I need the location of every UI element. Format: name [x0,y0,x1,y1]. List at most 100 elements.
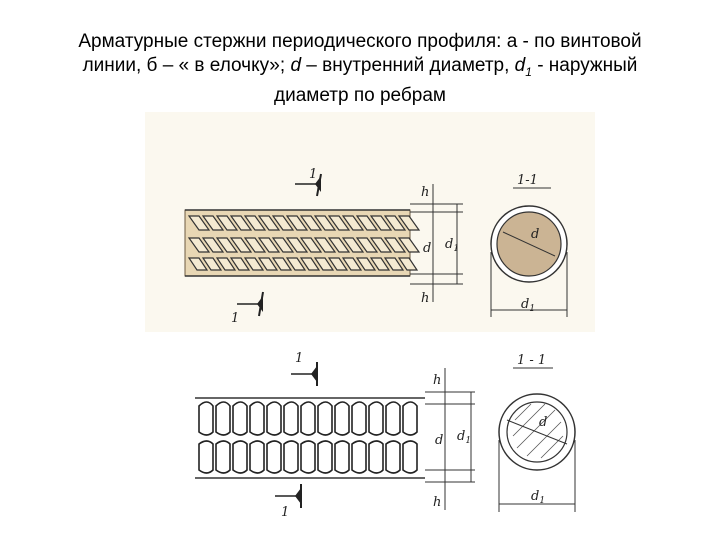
figure-caption: Арматурные стержни периодического профил… [20,30,700,108]
rebar-a-rib [243,215,267,231]
drawing-a-svg: 1 1 h d d1 h 1-1 d [184,167,568,326]
rebar-b-rib [317,440,333,474]
rebar-a-rib [271,237,295,253]
section-a-title: 1-1 [517,173,538,188]
dim-b-d1: d1 [457,429,471,446]
section-mark-b-top-label: 1 [295,351,303,366]
rebar-a-rib [397,237,421,253]
rebar-a-rib [285,257,307,271]
rebar-a-rib [271,215,295,231]
rebar-a-rib [299,237,323,253]
rebar-a-rib [229,237,253,253]
rebar-b-rib [351,440,367,474]
section-b-outer-d1-sub: 1 [539,496,545,506]
rebar-a-rib [383,237,407,253]
section-mark-a-bottom: 1 [231,291,264,326]
rebar-b-rib [266,440,282,474]
rebar-a-rib [285,215,309,231]
rebar-a-rib [285,237,309,253]
rebar-a-rib [327,215,351,231]
section-b-diameter-line [506,419,568,445]
rebar-a-rib [215,237,239,253]
rebar-b-rib [198,401,214,436]
rebar-b-rib [300,440,316,474]
rebar-a-rib [257,237,281,253]
rebar-a-rib [397,257,419,271]
dim-b-d1-base: d [457,429,465,444]
rebar-b-rib [232,440,248,474]
section-a-outer-d1: d1 [521,297,535,314]
dim-a-d1-base: d [445,237,453,252]
rebar-a-rib [299,215,323,231]
caption-line-2-part-1: линии, б – « в елочку»; [82,55,291,76]
rebar-a-rib [341,237,365,253]
rebar-a-rib [327,257,349,271]
rebar-b-rib [334,401,350,436]
section-mark-b-top: 1 [291,351,318,386]
rebar-b-rib [283,401,299,436]
rebar-b-ribs [198,401,418,474]
section-mark-b-bottom: 1 [275,484,302,520]
caption-symbol-d1: d1 [514,55,532,79]
rebar-a-rib [215,257,237,271]
section-a-outer-d1-base: d [521,297,529,312]
rebar-a-rib [229,215,253,231]
section-mark-a-top: 1 [295,167,322,197]
caption-line-2: линии, б – « в елочку»; d – внутренний д… [20,54,700,84]
rebar-a-rib [257,215,281,231]
rebar-b-rib [385,440,401,474]
rebar-a-rib [355,237,379,253]
section-a-outer-d1-sub: 1 [529,304,535,314]
caption-line-1: Арматурные стержни периодического профил… [78,31,642,52]
rebar-b-rib [317,401,333,436]
caption-line-3: диаметр по ребрам [274,84,446,106]
rebar-a-rib [355,257,377,271]
rebar-b-rib [368,401,384,436]
rebar-a-rib [369,257,391,271]
rebar-a-rib [201,257,223,271]
rebar-a-rib [215,215,239,231]
rebar-b-rib [402,401,418,436]
section-mark-a-top-label: 1 [309,167,317,182]
section-mark-a-bottom-label: 1 [231,311,239,326]
rebar-a-rib [299,257,321,271]
caption-symbol-d1-base: d [514,55,526,76]
dim-b-h-bottom: h [433,495,441,510]
rebar-b-rib [334,440,350,474]
rebar-a-rib [341,215,365,231]
dim-b-h-top: h [433,373,441,388]
rebar-a-rib [397,215,421,231]
rebar-a-rib [243,237,267,253]
rebar-a-rib [383,215,407,231]
rebar-a-rib [313,257,335,271]
section-a-dimension [490,252,568,317]
section-b-dimension [498,440,576,512]
rebar-a-rib [383,257,405,271]
section-b-hatch [512,403,564,459]
rebar-a-rib [201,237,225,253]
caption-symbol-d: d [290,55,302,76]
dim-a-h-bottom: h [421,291,429,306]
rebar-a-rib [327,237,351,253]
rebar-a-ribs [187,215,421,271]
rebar-a-rib [271,257,293,271]
rebar-a-rib [187,257,209,271]
rebar-b-rib [198,440,214,474]
rebar-a-rib [369,237,393,253]
dimensions-b [425,368,475,510]
dim-b-d: d [435,433,443,448]
section-a-inner-d: d [531,227,539,242]
rebar-a-rib [187,215,211,231]
rebar-b-rib [215,440,231,474]
dim-a-h-top: h [421,185,429,200]
rebar-b-rib [283,440,299,474]
rebar-b-rib [266,401,282,436]
rebar-a-rib [229,257,251,271]
dim-a-d1: d1 [445,237,459,254]
drawing-b-svg: 1 1 h d d1 h 1 - 1 [195,351,576,520]
caption-symbol-d1-sub: 1 [525,64,532,79]
rebar-a-rib [243,257,265,271]
rebar-a-rib [355,215,379,231]
caption-line-2-part-3: - наружный [531,55,638,76]
section-b-title: 1 - 1 [517,353,546,368]
